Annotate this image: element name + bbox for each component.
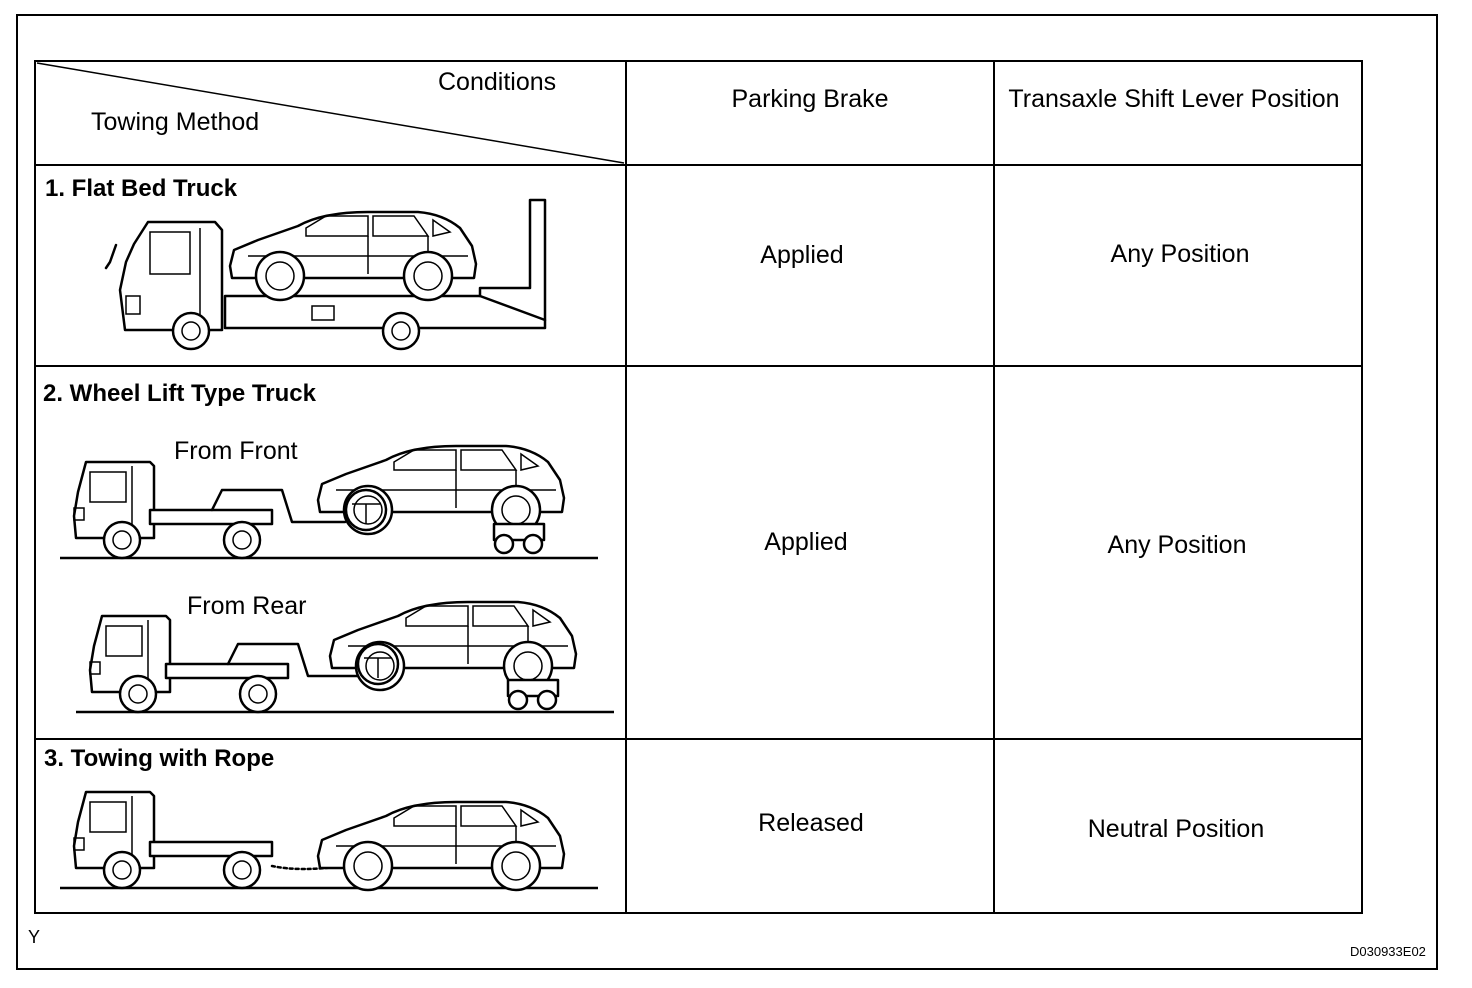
figure-id: D030933E02 — [1350, 944, 1426, 959]
row2-method-label: 2. Wheel Lift Type Truck — [43, 380, 316, 407]
corner-mark: Y — [28, 927, 41, 947]
figure-frame — [16, 14, 1438, 970]
from-front-label: From Front — [174, 437, 298, 465]
row1-parking-brake: Applied — [760, 241, 844, 269]
wheel-lift-rear-illustration — [76, 600, 614, 714]
from-rear-label: From Rear — [187, 592, 307, 620]
row3-method-label: 3. Towing with Rope — [44, 745, 275, 772]
row1-shift-lever: Any Position — [1110, 240, 1250, 268]
row3-parking-brake: Released — [758, 809, 864, 837]
shift-lever-header: Transaxle Shift Lever Position — [1008, 85, 1340, 113]
flatbed-truck-illustration — [104, 198, 547, 351]
towing-method-label: Towing Method — [91, 108, 260, 136]
row3-shift-lever: Neutral Position — [1087, 815, 1265, 843]
towing-with-rope-illustration — [60, 790, 598, 892]
parking-brake-header: Parking Brake — [731, 85, 889, 113]
row2-shift-lever: Any Position — [1107, 531, 1247, 559]
wheel-lift-front-illustration — [60, 444, 598, 560]
row1-method-label: 1. Flat Bed Truck — [45, 175, 238, 202]
header-diagonal — [36, 62, 625, 164]
conditions-label: Conditions — [438, 68, 557, 96]
row2-parking-brake: Applied — [764, 528, 848, 556]
